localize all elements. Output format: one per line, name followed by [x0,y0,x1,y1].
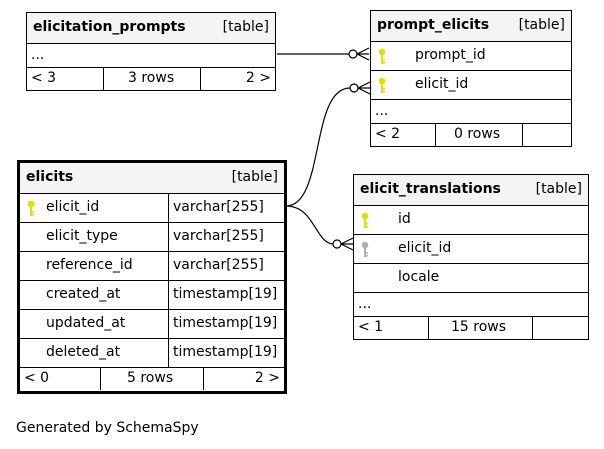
table-header: elicit_translations [table] [354,175,588,205]
column-type: varchar[255] [168,252,264,280]
column-name: elicit_id [46,199,100,215]
column-type: timestamp[19] [168,310,277,338]
table-footer: < 3 3 rows 2 > [27,67,275,90]
key-icon [378,77,386,93]
relationship-crowfoot [340,237,354,251]
column-name: prompt_id [415,47,486,63]
table-type: [table] [535,181,582,197]
footer-divider [428,317,429,339]
table-name: elicitation_prompts [33,19,186,35]
column-row[interactable]: created_at timestamp[19] [20,280,284,309]
table-type: [table] [518,17,565,33]
footer-divider [200,68,201,90]
key-icon [378,48,386,64]
row-count: 3 rows [128,70,175,86]
footer-divider [435,124,436,146]
table-more-columns: ... [27,43,275,67]
column-row[interactable]: id [354,205,588,234]
table-header: prompt_elicits [table] [371,11,571,41]
column-name: created_at [46,286,121,302]
footer-divider [203,368,204,390]
row-count: 0 rows [454,126,501,142]
generated-by-caption: Generated by SchemaSpy [16,420,199,436]
column-type: varchar[255] [168,194,264,222]
relationship-optional-marker [332,239,342,249]
table-footer: < 1 15 rows [354,316,588,339]
parents-count[interactable]: < 2 [375,126,401,142]
table-footer: < 0 5 rows 2 > [20,367,284,390]
column-type: varchar[255] [168,223,264,251]
column-type: timestamp[19] [168,281,277,309]
key-icon [27,200,35,216]
relationship-edge [285,205,335,245]
relationship-optional-marker [348,49,358,59]
column-name: elicit_id [415,76,469,92]
footer-divider [100,368,101,390]
column-row[interactable]: prompt_id [371,41,571,70]
children-count[interactable]: 2 > [245,70,271,86]
footer-divider [103,68,104,90]
row-count: 5 rows [127,370,174,386]
row-count: 15 rows [451,319,507,335]
table-footer: < 2 0 rows [371,123,571,146]
column-row[interactable]: elicit_id varchar[255] [20,193,284,222]
column-name: deleted_at [46,344,121,360]
table-header: elicits [table] [20,163,284,193]
ellipsis-text: ... [31,47,45,63]
parents-count[interactable]: < 3 [31,70,57,86]
key-icon [361,241,369,257]
column-row[interactable]: elicit_type varchar[255] [20,222,284,251]
footer-divider [522,124,523,146]
column-name: locale [398,269,440,285]
column-name: elicit_id [398,240,452,256]
relationship-crowfoot [357,81,371,95]
relationship-optional-marker [349,83,359,93]
table-name: prompt_elicits [377,17,490,33]
ellipsis-text: ... [358,296,372,312]
table-elicitation-prompts[interactable]: elicitation_prompts [table] ... < 3 3 ro… [26,12,276,91]
table-type: [table] [231,169,278,185]
table-header: elicitation_prompts [table] [27,13,275,43]
relationship-edge [285,87,351,207]
children-count[interactable]: 2 > [254,370,280,386]
column-name: id [398,211,411,227]
parents-count[interactable]: < 0 [24,370,50,386]
column-type: timestamp[19] [168,339,277,367]
table-type: [table] [222,19,269,35]
column-row[interactable]: reference_id varchar[255] [20,251,284,280]
column-row[interactable]: elicit_id [354,234,588,263]
table-elicit-translations[interactable]: elicit_translations [table] id elicit_id… [353,174,589,340]
column-row[interactable]: elicit_id [371,70,571,99]
ellipsis-text: ... [375,103,389,119]
table-more-columns: ... [371,99,571,123]
footer-divider [532,317,533,339]
relationship-crowfoot [356,47,370,61]
table-more-columns: ... [354,292,588,316]
table-prompt-elicits[interactable]: prompt_elicits [table] prompt_id elicit_… [370,10,572,147]
table-name: elicit_translations [360,181,501,197]
column-row[interactable]: locale [354,263,588,292]
column-row[interactable]: deleted_at timestamp[19] [20,338,284,367]
column-name: updated_at [46,315,126,331]
table-elicits[interactable]: elicits [table] elicit_id varchar[255] e… [17,160,287,394]
column-name: reference_id [46,257,133,273]
key-icon [361,212,369,228]
parents-count[interactable]: < 1 [358,319,384,335]
column-name: elicit_type [46,228,118,244]
table-name: elicits [26,169,74,185]
column-row[interactable]: updated_at timestamp[19] [20,309,284,338]
